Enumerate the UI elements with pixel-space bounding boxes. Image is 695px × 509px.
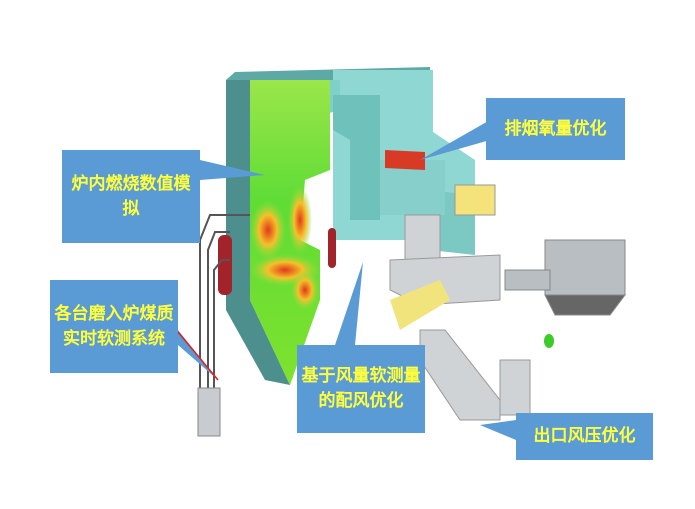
red-pointer-line — [177, 331, 219, 381]
air-duct-yellow — [390, 280, 450, 330]
mill — [197, 387, 221, 437]
callout-flue-oxygen: 排烟氧量优化 — [486, 98, 625, 160]
callout-air-distribution: 基于风量软测量的配风优化 — [297, 345, 425, 433]
flue-oxygen-section — [385, 150, 425, 170]
indicator-dot — [544, 334, 554, 348]
flame-hotspots — [250, 185, 320, 310]
electrostatic-precipitator — [504, 239, 626, 316]
burners — [218, 228, 336, 295]
callout-outlet-pressure: 出口风压优化 — [516, 413, 653, 460]
callout-coal-quality: 各台磨入炉煤质实时软测系统 — [50, 280, 178, 373]
coal-pipes — [199, 214, 250, 390]
callout-pointers — [178, 120, 516, 440]
callout-furnace-simulation: 炉内燃烧数值模拟 — [62, 150, 200, 243]
